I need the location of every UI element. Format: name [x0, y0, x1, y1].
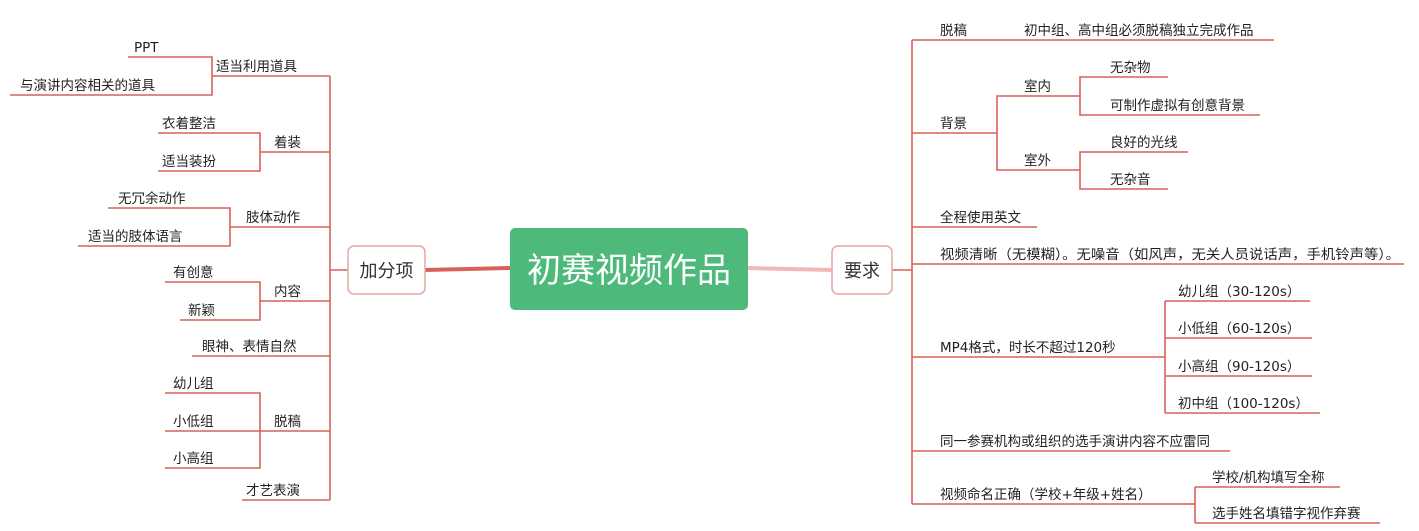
- right-item-1[interactable]: 脱稿: [940, 23, 967, 39]
- right-item-7-child-2[interactable]: 选手姓名填错字视作弃赛: [1212, 506, 1361, 522]
- left-root-node-box[interactable]: [347, 245, 426, 295]
- connector-r2-g3: [1079, 151, 1188, 170]
- connector-center-right: [747, 266, 833, 272]
- right-item-4[interactable]: 视频清晰（无模糊）。无噪音（如风声，无关人员说话声，手机铃声等）。: [940, 246, 1400, 263]
- connector-l1-c2: [10, 76, 213, 96]
- connector-r2-c1: [996, 95, 1080, 133]
- right-item-7[interactable]: 视频命名正确（学校+年级+姓名）: [940, 486, 1152, 503]
- connector-l4-c2: [180, 301, 261, 321]
- right-item-2-grandchild-1[interactable]: 无杂物: [1110, 60, 1151, 76]
- right-root-node-box[interactable]: [831, 245, 893, 295]
- connector-center-left: [424, 266, 511, 272]
- right-item-6[interactable]: 同一参赛机构或组织的选手演讲内容不应雷同: [940, 433, 1210, 450]
- connector-r2-c2: [996, 133, 1080, 171]
- right-item-5-child-1[interactable]: 幼儿组（30-120s）: [1178, 284, 1300, 300]
- connector-lines: [10, 39, 1404, 524]
- left-item-3-child-1[interactable]: 无冗余动作: [118, 190, 186, 207]
- right-item-2-grandchild-4[interactable]: 无杂音: [1110, 171, 1151, 188]
- right-item-2-grandchild-3[interactable]: 良好的光线: [1110, 135, 1178, 151]
- connector-r2-g2: [1079, 96, 1260, 116]
- left-item-1-child-1[interactable]: PPT: [134, 40, 159, 56]
- left-item-2-child-2[interactable]: 适当装扮: [162, 154, 216, 170]
- left-item-6[interactable]: 脱稿: [274, 414, 301, 430]
- connector-l3-c1: [108, 207, 231, 227]
- connector-l1-c1: [128, 56, 213, 76]
- left-item-4-child-2[interactable]: 新颖: [188, 303, 215, 319]
- center-node-box[interactable]: [510, 228, 748, 310]
- left-root-label: 加分项: [360, 261, 414, 282]
- connector-l6-c3: [165, 431, 261, 469]
- left-item-5[interactable]: 眼神、表情自然: [202, 338, 297, 355]
- right-item-2-grandchild-2[interactable]: 可制作虚拟有创意背景: [1110, 97, 1245, 114]
- left-item-4[interactable]: 内容: [274, 283, 301, 300]
- connector-l3-c2: [78, 227, 231, 247]
- right-item-5-child-3[interactable]: 小高组（90-120s）: [1178, 358, 1300, 375]
- left-item-7[interactable]: 才艺表演: [246, 483, 300, 499]
- left-item-2[interactable]: 着装: [274, 134, 301, 151]
- connector-r2-g1: [1079, 76, 1168, 96]
- left-item-4-child-1[interactable]: 有创意: [173, 264, 214, 281]
- connector-r2-g4: [1079, 170, 1168, 190]
- right-item-5-child-2[interactable]: 小低组（60-120s）: [1178, 321, 1300, 337]
- left-item-3-child-2[interactable]: 适当的肢体语言: [88, 229, 183, 245]
- left-item-6-child-2[interactable]: 小低组: [173, 414, 214, 430]
- right-item-3[interactable]: 全程使用英文: [940, 209, 1021, 226]
- connector-l2-c2: [158, 152, 261, 172]
- right-item-2[interactable]: 背景: [940, 116, 967, 132]
- left-item-2-child-1[interactable]: 衣着整洁: [162, 115, 216, 132]
- connector-l6-c1: [165, 392, 261, 431]
- center-node-title: 初赛视频作品: [527, 251, 731, 291]
- connector-l2-c1: [158, 132, 261, 152]
- right-item-5-child-4[interactable]: 初中组（100-120s）: [1178, 395, 1309, 412]
- left-item-1[interactable]: 适当利用道具: [216, 59, 297, 75]
- left-item-6-child-3[interactable]: 小高组: [173, 450, 214, 467]
- right-item-2-child-1[interactable]: 室内: [1024, 78, 1051, 95]
- left-item-3[interactable]: 肢体动作: [246, 210, 300, 226]
- left-item-6-child-1[interactable]: 幼儿组: [173, 376, 214, 392]
- right-item-5[interactable]: MP4格式，时长不超过120秒: [940, 340, 1116, 356]
- left-item-1-child-2[interactable]: 与演讲内容相关的道具: [20, 77, 155, 94]
- connector-l4-c1: [165, 281, 261, 301]
- right-item-2-child-2[interactable]: 室外: [1024, 152, 1052, 169]
- right-item-7-child-1[interactable]: 学校/机构填写全称: [1212, 469, 1325, 486]
- right-root-label: 要求: [844, 261, 880, 282]
- right-item-1-child-1[interactable]: 初中组、高中组必须脱稿独立完成作品: [1024, 22, 1254, 39]
